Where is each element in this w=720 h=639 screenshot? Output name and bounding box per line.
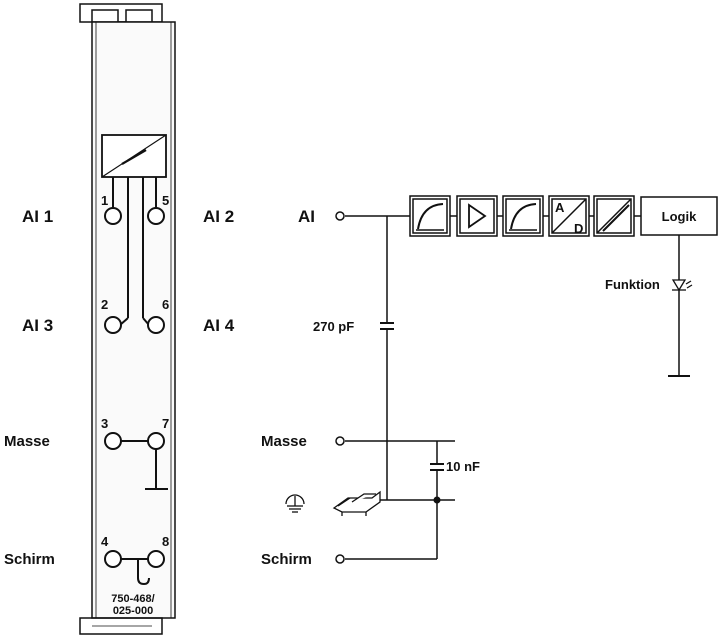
terminal-6 bbox=[147, 316, 165, 334]
terminal-number-4: 4 bbox=[101, 534, 109, 549]
terminal-1 bbox=[104, 207, 122, 225]
terminal-3 bbox=[104, 432, 122, 450]
input-masse-terminal bbox=[335, 436, 345, 446]
capacitor-10nf-label: 10 nF bbox=[446, 459, 480, 474]
label-schirm-left: Schirm bbox=[4, 551, 55, 568]
din-rail-icon bbox=[332, 490, 381, 516]
earth-ground-icon bbox=[285, 494, 305, 513]
logic-label: Logik bbox=[662, 209, 697, 224]
schematic-ai-label: AI bbox=[298, 207, 315, 226]
terminal-5 bbox=[147, 207, 165, 225]
label-ai3: AI 3 bbox=[22, 316, 53, 335]
amplifier-block bbox=[456, 195, 498, 237]
filter-block-1 bbox=[409, 195, 451, 237]
terminal-number-1: 1 bbox=[101, 193, 108, 208]
terminal-4 bbox=[104, 550, 122, 568]
terminal-8 bbox=[147, 550, 165, 568]
signal-chain bbox=[409, 195, 718, 237]
isolation-block bbox=[593, 195, 635, 237]
module-internal-wiring bbox=[112, 177, 168, 586]
terminal-number-6: 6 bbox=[162, 297, 169, 312]
part-number-line2: 025-000 bbox=[113, 605, 153, 617]
label-masse-left: Masse bbox=[4, 433, 50, 450]
schematic-wiring bbox=[345, 215, 690, 560]
schematic-masse-label: Masse bbox=[261, 433, 307, 450]
logic-block bbox=[640, 196, 718, 236]
input-ai-terminal bbox=[335, 211, 345, 221]
adc-label-a: A bbox=[555, 200, 565, 215]
terminal-number-7: 7 bbox=[162, 416, 169, 431]
terminal-numbers: 1 5 2 6 3 7 4 8 bbox=[101, 193, 169, 549]
junction-dot bbox=[433, 496, 441, 504]
module-converter-block bbox=[101, 134, 167, 178]
led-icon bbox=[671, 279, 693, 292]
terminal-number-5: 5 bbox=[162, 193, 169, 208]
label-ai2: AI 2 bbox=[203, 207, 234, 226]
input-schirm-terminal bbox=[335, 554, 345, 564]
terminal-number-8: 8 bbox=[162, 534, 169, 549]
terminal-number-3: 3 bbox=[101, 416, 108, 431]
filter-block-2 bbox=[502, 195, 544, 237]
terminal-number-2: 2 bbox=[101, 297, 108, 312]
terminals bbox=[104, 207, 165, 568]
schematic-schirm-label: Schirm bbox=[261, 551, 312, 568]
terminal-7 bbox=[147, 432, 165, 450]
label-ai4: AI 4 bbox=[203, 316, 235, 335]
label-ai1: AI 1 bbox=[22, 207, 53, 226]
part-number-line1: 750-468/ bbox=[111, 593, 154, 605]
function-label: Funktion bbox=[605, 277, 660, 292]
terminal-2 bbox=[104, 316, 122, 334]
schematic-terminals bbox=[335, 211, 345, 564]
capacitor-270pf-label: 270 pF bbox=[313, 319, 354, 334]
adc-label-d: D bbox=[574, 221, 583, 236]
